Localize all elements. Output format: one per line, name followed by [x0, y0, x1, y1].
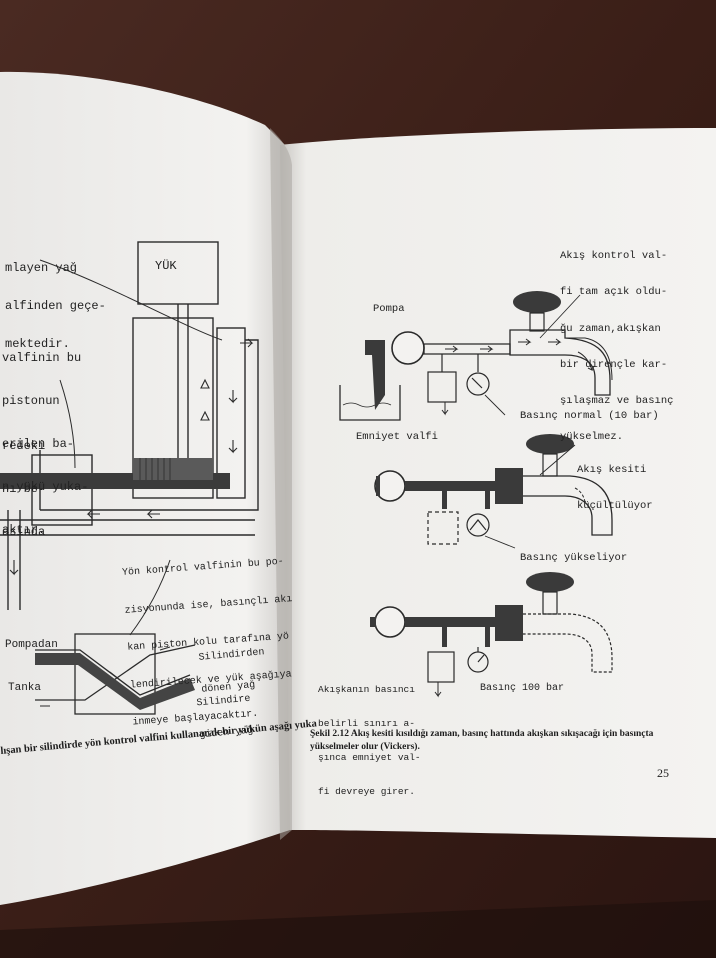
note-line: bir dirençle kar-	[560, 358, 668, 371]
pressure-normal-label: Basınç normal (10 bar)	[520, 410, 659, 422]
note-line: fi devreye girer.	[318, 786, 415, 798]
top-note: mlayen yağ alfinden geçe- mektedir.	[5, 237, 106, 376]
pressure-100-label: Basınç 100 bar	[480, 683, 565, 694]
note-line: Silindirden	[198, 647, 265, 664]
note-line: Akış kontrol val-	[560, 250, 668, 263]
note-line: Yön kontrol valfinin bu po-	[121, 556, 285, 579]
stage-rising	[374, 434, 613, 545]
note-line: redeki	[2, 438, 46, 453]
pump-label: Pompa	[373, 303, 405, 315]
note-line: nı be-	[2, 481, 46, 496]
flow-note: Akış kontrol val- fi tam açık oldu- ğu z…	[560, 226, 673, 467]
note-line: aktır.	[2, 523, 46, 538]
narrowed-note: Akış kesiti küçültülüyor	[577, 440, 653, 537]
from-pump-label: Pompadan	[5, 639, 58, 651]
note-line: mektedir.	[5, 336, 70, 351]
relief-valve-label: Emniyet valfi	[356, 431, 438, 443]
figure-caption: Şekil 2.12 Akış kesiti kısıldığı zaman, …	[310, 729, 653, 752]
note-line: belirli sınırı a-	[318, 717, 415, 729]
pressure-rising-label: Basınç yükseliyor	[520, 552, 628, 564]
to-tank-label: Tanka	[8, 682, 42, 694]
note-line: yükselmez.	[560, 431, 624, 444]
load-label: YÜK	[155, 259, 177, 273]
caption-line: Şekil 2.12 Akış kesiti kısıldığı zaman, …	[310, 729, 654, 739]
page-number: 25	[657, 766, 669, 780]
note-line: Akışkanın basıncı	[318, 683, 415, 695]
stage-relief	[370, 572, 613, 698]
note-line: mlayen yağ	[5, 261, 78, 276]
flow-control-diagram	[339, 291, 613, 698]
note-line: n yükü yuka-	[2, 480, 89, 495]
to-cylinder-label: Silindire giden yağ	[194, 674, 255, 762]
note-line: fi tam açık oldu-	[560, 286, 668, 299]
lower-note: redeki nı be- asında	[2, 410, 45, 568]
note-line: Akış kesiti	[577, 464, 647, 477]
note-line: şılaşmaz ve basınç	[560, 394, 674, 407]
note-line: Silindire	[196, 693, 251, 710]
note-line: erilen ba-	[2, 437, 75, 452]
note-line: asında	[2, 525, 46, 540]
left-hydraulic-diagram	[0, 241, 259, 715]
note-line: küçültülüyor	[577, 500, 653, 513]
fluid-note: Akışkanın basıncı belirli sınırı a- şınc…	[318, 661, 421, 820]
note-line: valfinin bu	[2, 350, 82, 365]
caption-line: yükselmeler olur (Vickers).	[310, 742, 420, 752]
note-line: ğu zaman,akışkan	[560, 322, 661, 335]
note-line: alfinden geçe-	[5, 298, 106, 313]
note-line: pistonun	[2, 393, 60, 408]
note-line: zisyonunda ise, basınçlı akı	[124, 593, 293, 617]
stage-normal	[339, 291, 613, 421]
valve-note: valfinin bu pistonun erilen ba- n yükü y…	[2, 322, 88, 567]
note-line: şınca emniyet val-	[318, 752, 421, 764]
